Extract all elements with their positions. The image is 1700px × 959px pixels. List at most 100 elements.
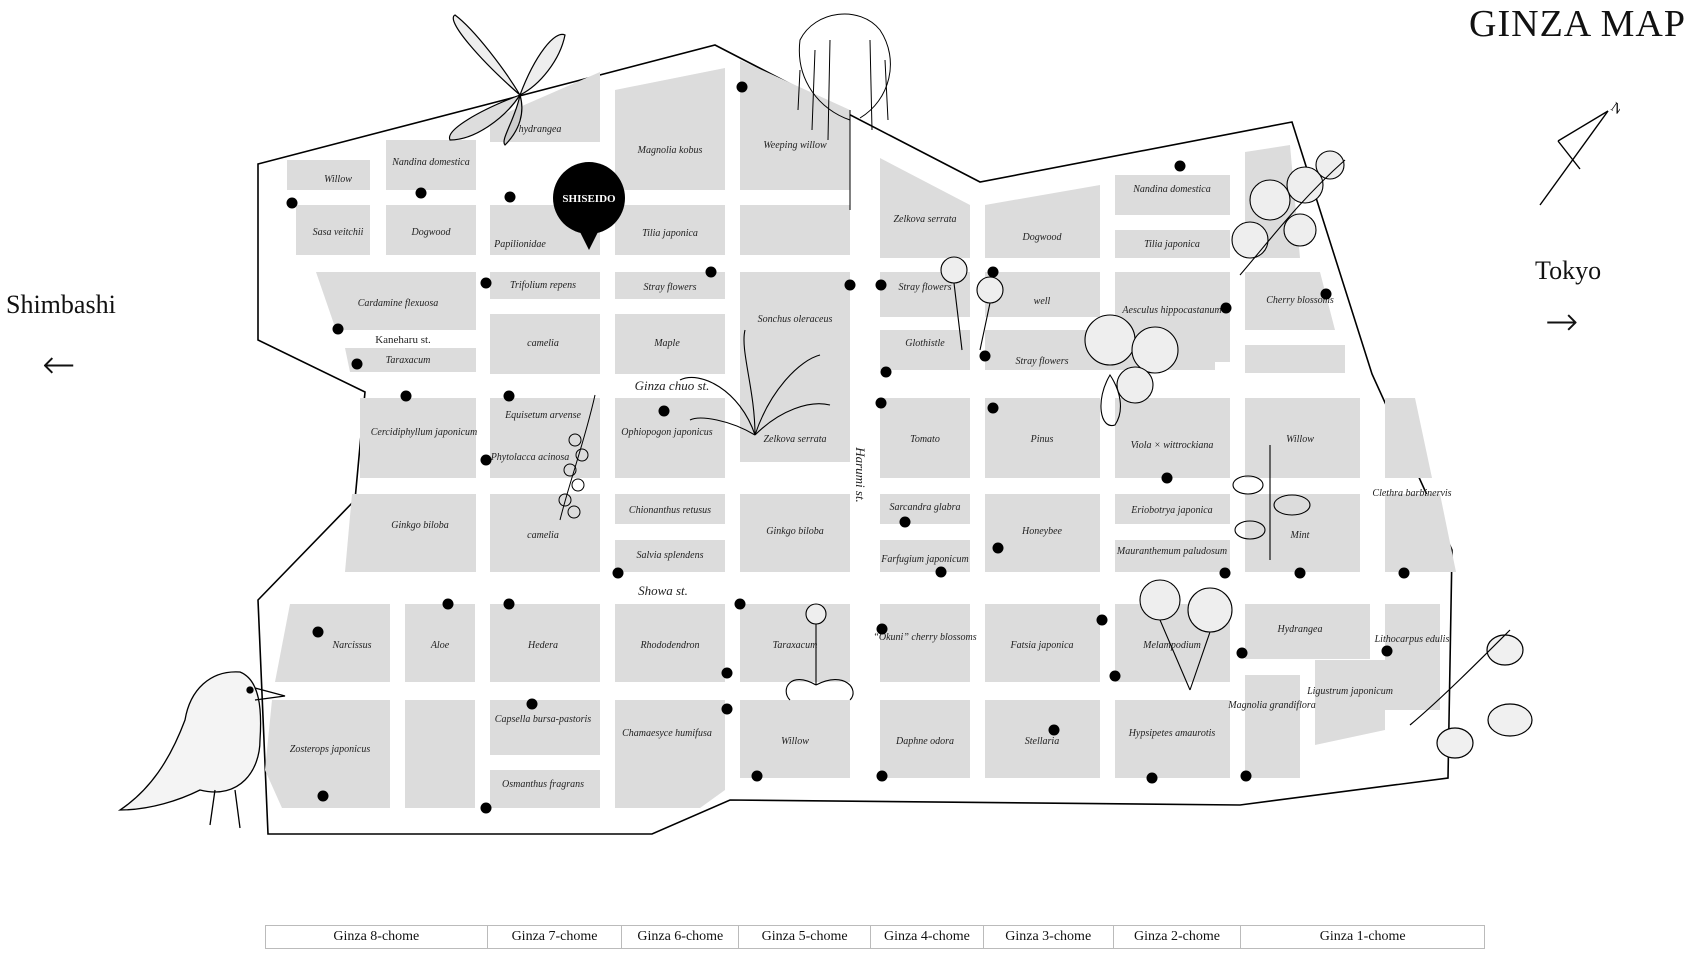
spot-dot[interactable] [1220, 302, 1232, 314]
chome-6: Ginza 6-chome [622, 926, 740, 948]
spot-dot[interactable] [1146, 772, 1158, 784]
spot-dot[interactable] [1398, 567, 1410, 579]
spot-dot[interactable] [658, 405, 670, 417]
block [490, 604, 600, 682]
spot-dot[interactable] [332, 323, 344, 335]
block-label: Sonchus oleraceus [758, 314, 833, 325]
spot-dot[interactable] [734, 598, 746, 610]
block-label: Daphne odora [895, 736, 954, 747]
block [1115, 540, 1230, 572]
block-label: Aloe [430, 640, 450, 651]
block-label: Hydrangea [1277, 624, 1323, 635]
block-label: Lithocarpus edulis [1374, 634, 1450, 645]
street-ginza-chuo: Ginza chuo st. [635, 378, 710, 393]
block-label: Willow [324, 174, 352, 185]
spot-dot[interactable] [480, 277, 492, 289]
spot-dot[interactable] [1048, 724, 1060, 736]
shiseido-marker[interactable]: SHISEIDO [553, 162, 625, 250]
spot-dot[interactable] [899, 516, 911, 528]
spot-dot[interactable] [751, 770, 763, 782]
spot-dot[interactable] [935, 566, 947, 578]
spot-dot[interactable] [1096, 614, 1108, 626]
spot-dot[interactable] [875, 397, 887, 409]
block-label: Weeping willow [763, 140, 827, 151]
spot-dot[interactable] [736, 81, 748, 93]
block-label: Fatsia japonica [1009, 640, 1073, 651]
block-label: Cherry blossoms [1266, 295, 1334, 306]
block [615, 205, 725, 255]
block-label: Ophiopogon japonicus [621, 427, 712, 438]
spot-dot[interactable] [1174, 160, 1186, 172]
block-label: Phytolacca acinosa [490, 452, 570, 463]
spot-dot[interactable] [504, 191, 516, 203]
block-label: Magnolia kobus [637, 145, 703, 156]
block-label: Magnolia grandiflora [1227, 700, 1316, 711]
block [880, 330, 970, 370]
spot-dot[interactable] [400, 390, 412, 402]
spot-dot[interactable] [992, 542, 1004, 554]
spot-dot[interactable] [480, 454, 492, 466]
street-harumi: Harumi st. [853, 446, 868, 503]
spot-dot[interactable] [1161, 472, 1173, 484]
block-label: Pinus [1030, 434, 1054, 445]
block-label: Mint [1290, 530, 1310, 541]
block-label: Stray flowers [643, 282, 696, 293]
spot-dot[interactable] [1240, 770, 1252, 782]
spot-dot[interactable] [721, 667, 733, 679]
block [615, 540, 725, 572]
spot-dot[interactable] [876, 623, 888, 635]
spot-dot[interactable] [612, 567, 624, 579]
block-label: camelia [527, 338, 559, 349]
spot-dot[interactable] [876, 770, 888, 782]
block [880, 398, 970, 478]
spot-dot[interactable] [979, 350, 991, 362]
spot-dot[interactable] [844, 279, 856, 291]
direction-shimbashi: Shimbashi [6, 290, 116, 319]
spot-dot[interactable] [1294, 567, 1306, 579]
block [1315, 660, 1385, 745]
spot-dot[interactable] [1381, 645, 1393, 657]
spot-dot[interactable] [987, 402, 999, 414]
spot-dot[interactable] [503, 598, 515, 610]
spot-dot[interactable] [875, 279, 887, 291]
block-label: Stray flowers [1015, 356, 1068, 367]
phytolacca-plant-icon [558, 394, 596, 521]
mint-plant-icon [1232, 445, 1311, 560]
spot-dot[interactable] [317, 790, 329, 802]
spot-dot[interactable] [721, 703, 733, 715]
spot-dot[interactable] [286, 197, 298, 209]
spot-dot[interactable] [442, 598, 454, 610]
spot-dot[interactable] [351, 358, 363, 370]
block [615, 700, 725, 808]
spot-dot[interactable] [503, 390, 515, 402]
block [296, 205, 370, 255]
spot-dot[interactable] [1109, 670, 1121, 682]
spot-dot[interactable] [987, 266, 999, 278]
spot-dot[interactable] [526, 698, 538, 710]
bird-icon [117, 671, 286, 829]
block [615, 68, 725, 190]
block [985, 272, 1100, 317]
dandelion-icon [785, 603, 854, 701]
block [490, 398, 600, 478]
spot-dot[interactable] [1320, 288, 1332, 300]
spot-dot[interactable] [1236, 647, 1248, 659]
chome-7: Ginza 7-chome [488, 926, 623, 948]
spot-dot[interactable] [415, 187, 427, 199]
spot-dot[interactable] [705, 266, 717, 278]
block-label: Willow [781, 736, 809, 747]
block [386, 140, 476, 190]
spot-dot[interactable] [880, 366, 892, 378]
block-label: Chamaesyce humifusa [622, 728, 712, 739]
block-label: Ginkgo biloba [766, 526, 824, 537]
spot-dot[interactable] [1219, 567, 1231, 579]
spot-dot[interactable] [312, 626, 324, 638]
spot-dot[interactable] [480, 802, 492, 814]
block-label: Tilia japonica [642, 228, 698, 239]
block-label: Maple [653, 338, 680, 349]
block [1245, 272, 1335, 330]
spot-dots [286, 81, 1410, 814]
block [490, 272, 600, 299]
block-label: Hedera [527, 640, 558, 651]
